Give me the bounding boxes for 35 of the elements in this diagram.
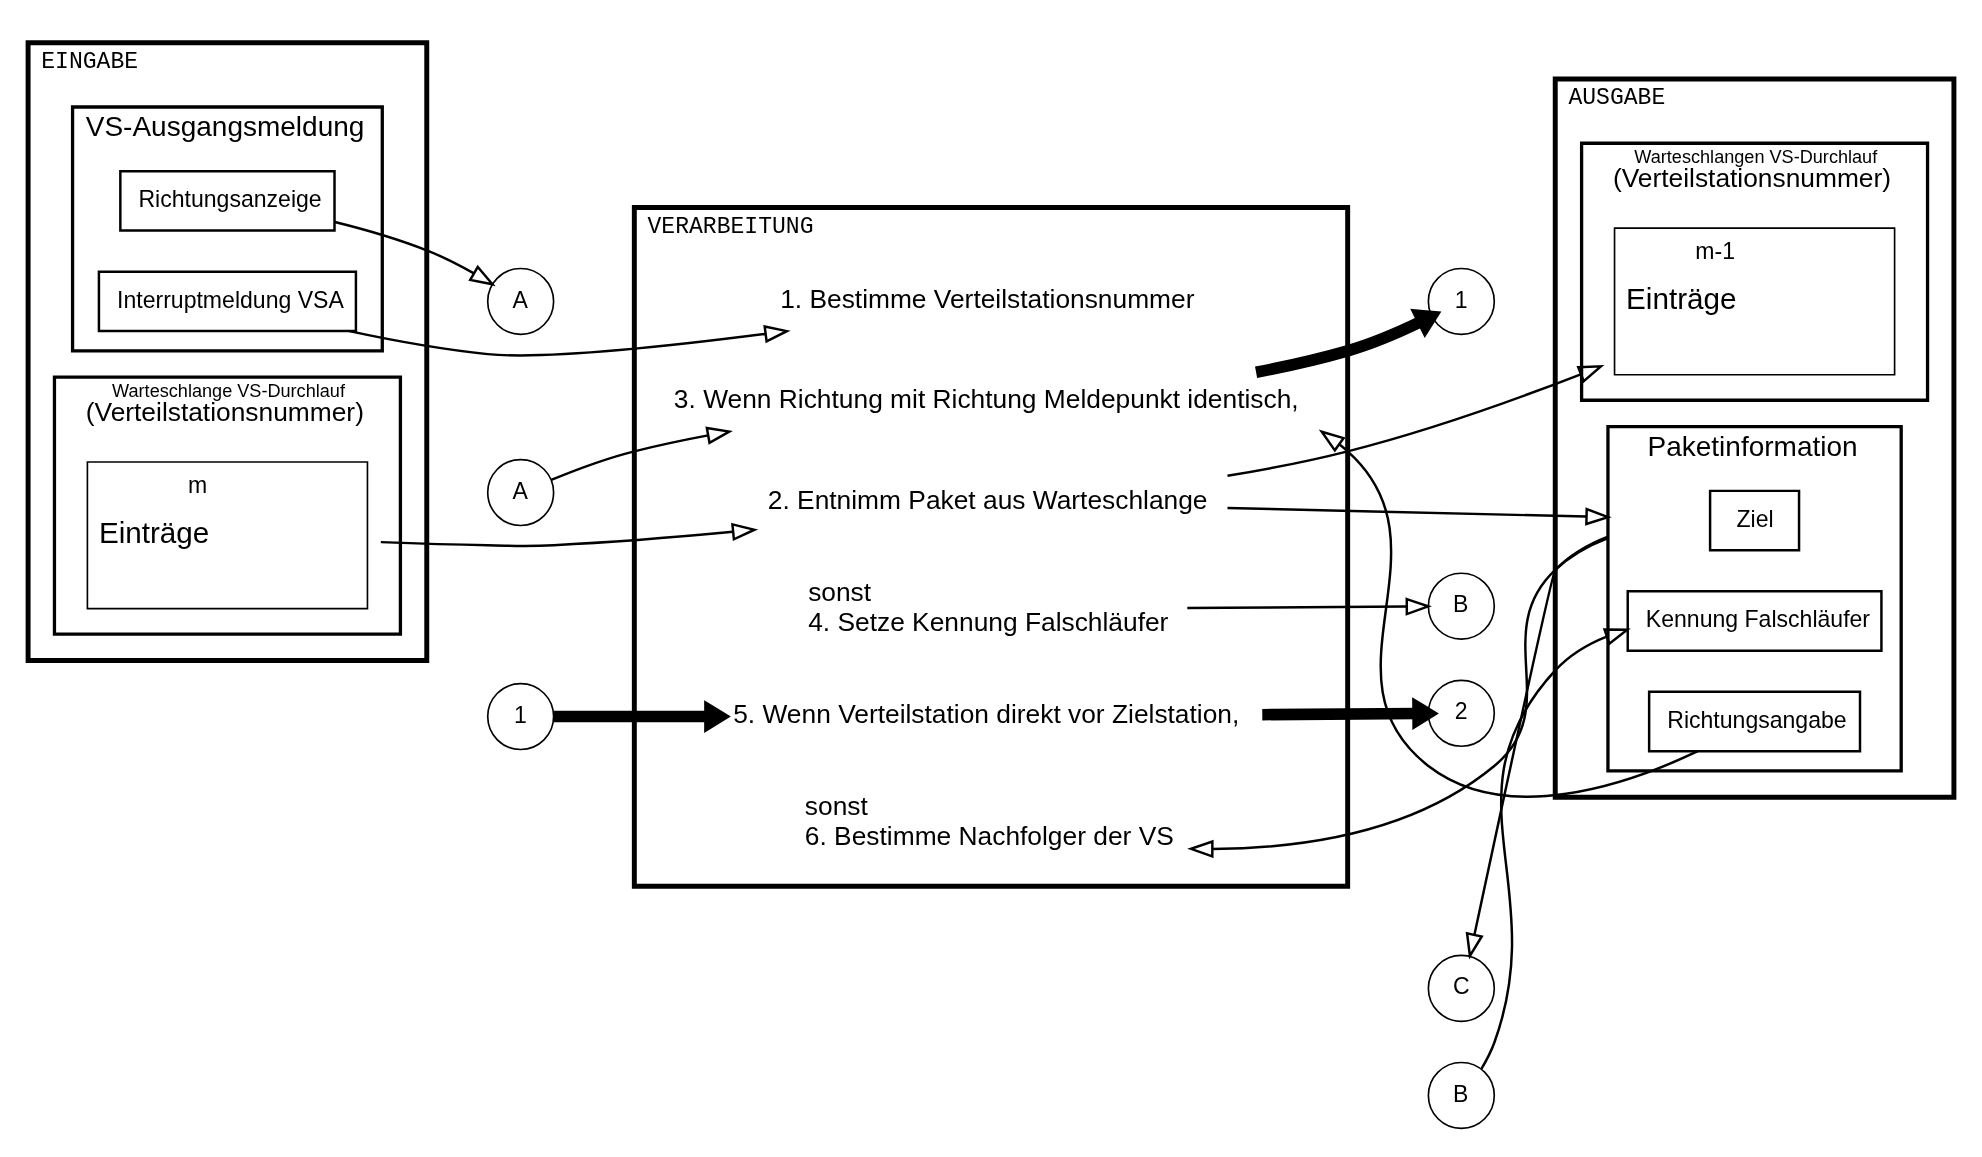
node-text: 2. Entnimm Paket aus Warteschlange [767,484,1208,515]
arrow [1227,506,1612,526]
node-circle: C [1427,954,1496,1022]
node-box: Kennung Falschläufer [1626,589,1883,652]
node-text: 3. Wenn Richtung mit Richtung Meldepunkt identisch, [673,383,1299,414]
arrow [553,699,731,733]
arrow [1262,696,1439,730]
node-circle: A [486,458,555,526]
node-circle: B [1427,571,1496,640]
arrow [1187,596,1432,616]
arrow [1465,534,1609,959]
node-circle: B [1427,1061,1496,1129]
node-text: 5. Wenn Verteilstation direkt vor Zielstation, [733,698,1240,729]
arrow [349,324,791,357]
arrow [1187,536,1609,858]
arrow [1255,308,1442,378]
node-box: m Einträge [86,460,369,609]
node-circle: A [486,267,555,335]
arrow [1480,627,1631,1070]
node-circle: 2 [1427,679,1496,747]
node-text: sonst 6. Bestimme Nachfolger der VS [804,790,1174,851]
node-box: Interruptmeldung VSA [97,270,358,332]
node-text: 1. Bestimme Verteilstationsnummer [780,283,1195,314]
arrow [1227,364,1605,477]
node-circle: 1 [486,682,555,750]
node-box: Ziel [1708,489,1801,551]
node-text: sonst 4. Setze Kennung Falschläufer [808,576,1169,637]
node-box: m-1 Einträge [1613,226,1896,376]
arrow [550,426,733,481]
node-box: Richtungsanzeige [119,169,336,232]
arrow [334,220,496,286]
arrow [1318,429,1699,798]
node-circle: 1 [1427,267,1496,335]
node-box: Richtungsangabe [1647,690,1862,752]
arrow [380,522,759,547]
